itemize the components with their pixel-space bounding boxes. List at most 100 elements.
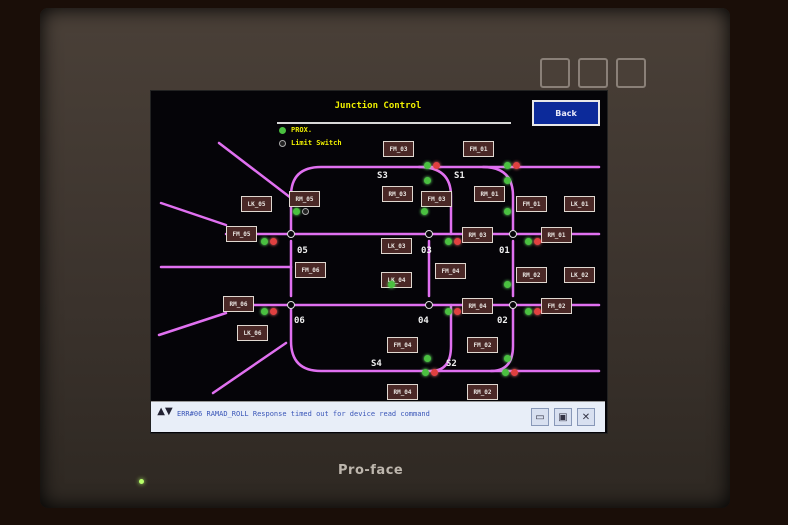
- bezel-icon-2: [578, 58, 608, 88]
- switch-04: 04: [418, 316, 429, 326]
- switch-01: 01: [499, 246, 510, 256]
- brand-logo: Pro-face: [338, 463, 404, 478]
- limit-legend-dot: [279, 139, 286, 147]
- label-rm01[interactable]: RM_01: [474, 186, 505, 202]
- limit-indicator: [431, 369, 438, 376]
- prox-indicator: [261, 308, 268, 315]
- label-lk06[interactable]: LK_06: [237, 325, 268, 341]
- title-underline: [277, 122, 511, 124]
- bezel-icon-3: [616, 58, 646, 88]
- scroll-arrows-icon[interactable]: ▲▼: [157, 406, 173, 417]
- window-icon[interactable]: ▣: [554, 408, 572, 426]
- label-fm04[interactable]: FM_04: [435, 263, 466, 279]
- label-fm02b[interactable]: FM_02: [467, 337, 498, 353]
- label-fm01[interactable]: FM_01: [463, 141, 494, 157]
- label-lk01[interactable]: LK_01: [564, 196, 595, 212]
- label-rm02[interactable]: RM_02: [516, 267, 547, 283]
- status-message: ERR#06 RAMAD_ROLL Response timed out for…: [177, 410, 430, 418]
- junction-node-4: [287, 301, 295, 309]
- limit-indicator: [534, 238, 541, 245]
- prox-indicator: [502, 369, 509, 376]
- limit-indicator: [270, 238, 277, 245]
- legend-prox: PROX.: [279, 126, 312, 134]
- limit-indicator: [302, 208, 309, 215]
- label-rm02b[interactable]: RM_02: [467, 384, 498, 400]
- label-rm06[interactable]: RM_06: [223, 296, 254, 312]
- label-fm04b[interactable]: FM_04: [387, 337, 418, 353]
- prox-indicator: [525, 238, 532, 245]
- junction-node-5: [425, 301, 433, 309]
- switch-03: 03: [421, 246, 432, 256]
- switch-s2[interactable]: S2: [446, 359, 457, 369]
- monitor-icon[interactable]: ▭: [531, 408, 549, 426]
- prox-indicator: [525, 308, 532, 315]
- limit-indicator: [534, 308, 541, 315]
- bezel-icon-group: [540, 58, 650, 92]
- switch-s1[interactable]: S1: [454, 171, 465, 181]
- prox-indicator: [445, 238, 452, 245]
- hmi-screen: Junction Control Back PROX. Limit Switch: [150, 90, 608, 434]
- label-rm03b[interactable]: RM_03: [462, 227, 493, 243]
- prox-indicator: [388, 281, 395, 288]
- track-diag-2: [159, 201, 228, 227]
- track-diagram: [157, 141, 601, 395]
- limit-indicator: [433, 162, 440, 169]
- track-switch-s1: [481, 165, 515, 236]
- switch-02: 02: [497, 316, 508, 326]
- bezel-icon-1: [540, 58, 570, 88]
- switch-06: 06: [294, 316, 305, 326]
- track-lower-loop: [289, 303, 601, 373]
- label-rm01b[interactable]: RM_01: [541, 227, 572, 243]
- label-fm01b[interactable]: FM_01: [516, 196, 547, 212]
- label-lk03[interactable]: LK_03: [381, 238, 412, 254]
- close-icon[interactable]: ✕: [577, 408, 595, 426]
- prox-indicator: [293, 208, 300, 215]
- limit-indicator: [511, 369, 518, 376]
- label-lk05[interactable]: LK_05: [241, 196, 272, 212]
- legend-limit: Limit Switch: [279, 139, 342, 147]
- status-bar: ▲▼ ERR#06 RAMAD_ROLL Response timed out …: [151, 401, 605, 432]
- page-title: Junction Control: [334, 101, 422, 111]
- track-switch-s2: [489, 303, 515, 373]
- prox-indicator: [424, 355, 431, 362]
- label-rm04[interactable]: RM_04: [462, 298, 493, 314]
- label-fm03[interactable]: FM_03: [383, 141, 414, 157]
- prox-indicator: [504, 355, 511, 362]
- junction-node-1: [287, 230, 295, 238]
- limit-indicator: [270, 308, 277, 315]
- junction-node-6: [509, 301, 517, 309]
- label-fm02[interactable]: FM_02: [541, 298, 572, 314]
- label-rm03[interactable]: RM_03: [382, 186, 413, 202]
- prox-indicator: [504, 208, 511, 215]
- prox-legend-dot: [279, 126, 286, 134]
- prox-indicator: [424, 162, 431, 169]
- label-lk04[interactable]: LK_04: [381, 272, 412, 288]
- prox-indicator: [504, 281, 511, 288]
- prox-legend-label: PROX.: [291, 126, 313, 134]
- prox-indicator: [504, 162, 511, 169]
- label-lk02[interactable]: LK_02: [564, 267, 595, 283]
- label-fm06[interactable]: FM_06: [295, 262, 326, 278]
- label-rm04b[interactable]: RM_04: [387, 384, 418, 400]
- limit-indicator: [454, 308, 461, 315]
- power-led: [139, 479, 144, 484]
- label-rm05[interactable]: RM_05: [289, 191, 320, 207]
- switch-s4[interactable]: S4: [371, 359, 382, 369]
- limit-indicator: [513, 162, 520, 169]
- track-diag-1: [217, 141, 293, 200]
- prox-indicator: [445, 308, 452, 315]
- track-diag-3: [157, 311, 228, 337]
- prox-indicator: [421, 208, 428, 215]
- switch-05: 05: [297, 246, 308, 256]
- prox-indicator: [504, 177, 511, 184]
- label-fm03b[interactable]: FM_03: [421, 191, 452, 207]
- junction-node-2: [425, 230, 433, 238]
- limit-legend-label: Limit Switch: [291, 139, 342, 147]
- back-button[interactable]: Back: [532, 100, 600, 126]
- label-fm05[interactable]: FM_05: [226, 226, 257, 242]
- track-diag-4: [211, 341, 288, 395]
- junction-node-3: [509, 230, 517, 238]
- switch-s3[interactable]: S3: [377, 171, 388, 181]
- prox-indicator: [261, 238, 268, 245]
- prox-indicator: [422, 369, 429, 376]
